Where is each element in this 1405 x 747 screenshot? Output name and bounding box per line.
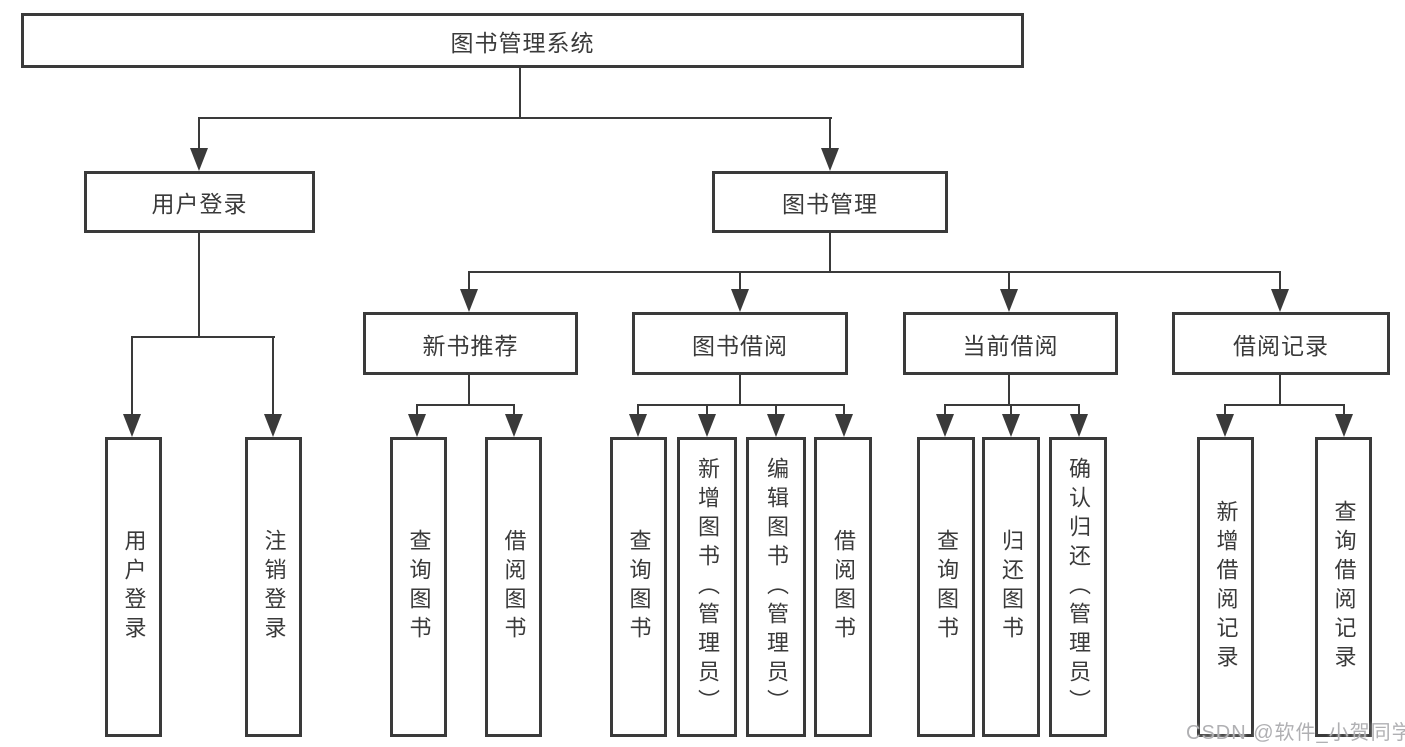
- leaf-borrow-books-recommend: 借阅图书: [485, 437, 542, 737]
- connector-line: [198, 233, 200, 338]
- node-new-book-recommendation: 新书推荐: [363, 312, 578, 375]
- connector-line: [739, 271, 741, 291]
- node-label: 查询图书: [626, 529, 652, 645]
- node-label: 用户登录: [121, 529, 147, 645]
- node-borrowing-records: 借阅记录: [1172, 312, 1390, 375]
- connector-line: [131, 336, 133, 416]
- leaf-borrow-books: 借阅图书: [814, 437, 872, 737]
- node-label: 借阅图书: [501, 529, 527, 645]
- leaf-add-books-admin: 新增图书（管理员）: [677, 437, 737, 737]
- node-label: 用户登录: [151, 191, 248, 217]
- leaf-user-login: 用户登录: [105, 437, 162, 737]
- connector-line: [775, 404, 777, 417]
- connector-line: [637, 404, 639, 417]
- arrow-down-icon: [936, 414, 954, 437]
- leaf-add-borrow-record: 新增借阅记录: [1197, 437, 1254, 737]
- leaf-query-books-recommend: 查询图书: [390, 437, 447, 737]
- leaf-return-books: 归还图书: [982, 437, 1040, 737]
- arrow-down-icon: [505, 414, 523, 437]
- connector-line: [1224, 404, 1226, 417]
- connector-line: [706, 404, 708, 417]
- arrow-down-icon: [123, 414, 141, 437]
- connector-line: [416, 404, 515, 406]
- arrow-down-icon: [767, 414, 785, 437]
- connector-line: [468, 271, 470, 291]
- arrow-down-icon: [1002, 414, 1020, 437]
- node-current-borrowing: 当前借阅: [903, 312, 1118, 375]
- arrow-down-icon: [731, 289, 749, 312]
- node-label: 图书管理系统: [450, 29, 595, 56]
- arrow-down-icon: [835, 414, 853, 437]
- connector-line: [468, 271, 1281, 273]
- connector-line: [829, 233, 831, 273]
- arrow-down-icon: [821, 148, 839, 171]
- arrow-down-icon: [1216, 414, 1234, 437]
- node-label: 借阅图书: [831, 529, 856, 645]
- node-label: 新增借阅记录: [1213, 500, 1239, 674]
- connector-line: [513, 404, 515, 417]
- connector-line: [1010, 404, 1012, 417]
- arrow-down-icon: [629, 414, 647, 437]
- connector-line: [843, 404, 845, 417]
- leaf-logout-login: 注销登录: [245, 437, 302, 737]
- node-label: 图书借阅: [692, 332, 788, 359]
- node-label: 借阅记录: [1233, 332, 1329, 359]
- connector-line: [944, 404, 1080, 406]
- connector-line: [198, 117, 200, 152]
- arrow-down-icon: [264, 414, 282, 437]
- node-label: 确认归还（管理员）: [1066, 456, 1091, 718]
- node-label: 图书管理: [782, 191, 878, 217]
- connector-line: [944, 404, 946, 417]
- connector-line: [272, 336, 274, 416]
- node-label: 编辑图书（管理员）: [764, 456, 789, 718]
- connector-line: [1008, 271, 1010, 291]
- watermark: CSDN @软件_小贺同学: [1186, 722, 1405, 744]
- connector-line: [1008, 375, 1010, 406]
- node-label: 新增图书（管理员）: [695, 456, 720, 718]
- connector-line: [519, 66, 521, 119]
- leaf-query-books-current: 查询图书: [917, 437, 975, 737]
- node-label: 当前借阅: [962, 332, 1059, 359]
- leaf-query-books-borrowing: 查询图书: [610, 437, 667, 737]
- connector-line: [468, 375, 470, 406]
- arrow-down-icon: [1000, 289, 1018, 312]
- node-book-borrowing: 图书借阅: [632, 312, 848, 375]
- node-book-management: 图书管理: [712, 171, 948, 233]
- node-label: 查询借阅记录: [1331, 500, 1357, 674]
- leaf-query-borrow-record: 查询借阅记录: [1315, 437, 1372, 737]
- leaf-confirm-return-admin: 确认归还（管理员）: [1049, 437, 1107, 737]
- leaf-edit-books-admin: 编辑图书（管理员）: [746, 437, 806, 737]
- connector-line: [1078, 404, 1080, 417]
- arrow-down-icon: [408, 414, 426, 437]
- connector-line: [829, 117, 831, 152]
- arrow-down-icon: [1271, 289, 1289, 312]
- node-label: 归还图书: [999, 529, 1024, 645]
- connector-line: [1279, 375, 1281, 406]
- node-library-management-system: 图书管理系统: [21, 13, 1024, 68]
- arrow-down-icon: [190, 148, 208, 171]
- connector-line: [131, 336, 275, 338]
- arrow-down-icon: [460, 289, 478, 312]
- connector-line: [637, 404, 845, 406]
- node-label: 查询图书: [406, 529, 432, 645]
- arrow-down-icon: [1070, 414, 1088, 437]
- node-label: 注销登录: [261, 529, 287, 645]
- node-label: 新书推荐: [422, 332, 519, 359]
- arrow-down-icon: [1335, 414, 1353, 437]
- connector-line: [1279, 271, 1281, 291]
- connector-line: [1224, 404, 1345, 406]
- arrow-down-icon: [698, 414, 716, 437]
- connector-line: [739, 375, 741, 406]
- connector-line: [198, 117, 832, 119]
- node-user-login: 用户登录: [84, 171, 315, 233]
- connector-line: [416, 404, 418, 417]
- node-label: 查询图书: [934, 529, 959, 645]
- connector-line: [1343, 404, 1345, 417]
